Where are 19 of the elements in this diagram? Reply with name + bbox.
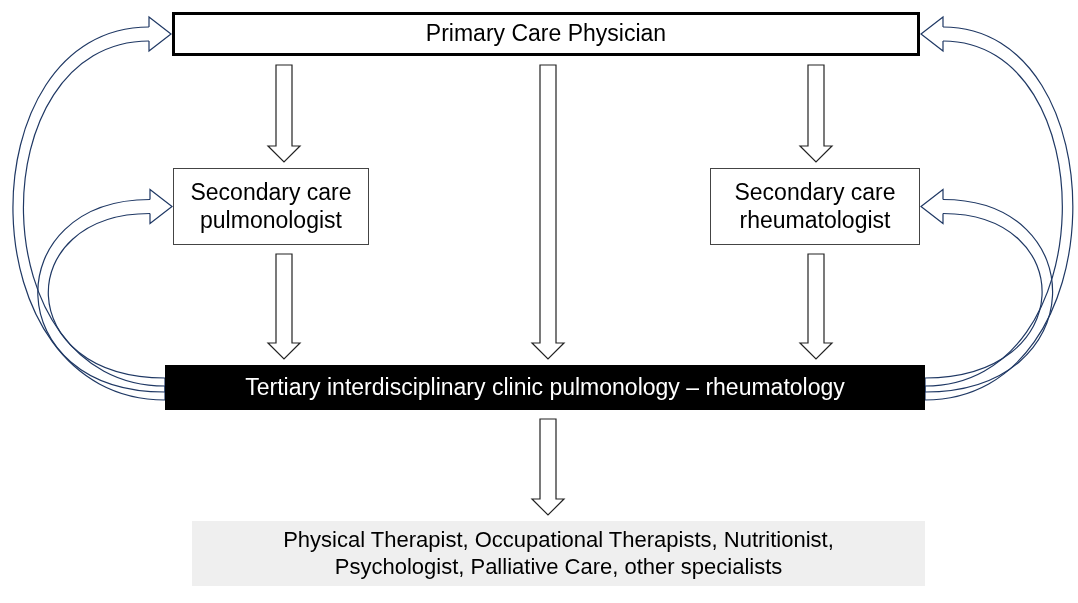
- node-label: Secondary care rheumatologist: [733, 178, 897, 235]
- node-label: Primary Care Physician: [425, 20, 667, 48]
- block-arrow: [530, 418, 566, 516]
- block-arrow: [798, 253, 834, 360]
- block-arrow: [920, 16, 1074, 401]
- block-arrow: [798, 64, 834, 163]
- process-box: [172, 12, 920, 56]
- process-box: [710, 168, 920, 245]
- node-label: Secondary care pulmonologist: [189, 178, 353, 235]
- block-arrow: [12, 16, 172, 401]
- block-arrow: [920, 188, 1054, 393]
- node-label: Tertiary interdisciplinary clinic pulmonology – rheumatology: [245, 373, 845, 402]
- process-box: [173, 168, 369, 245]
- block-arrow: [530, 64, 566, 360]
- block-arrow: [266, 253, 302, 360]
- block-arrow: [266, 64, 302, 163]
- block-arrow: [37, 188, 173, 393]
- node-label: Physical Therapist, Occupational Therapists, Nutritionist, Psychologist, Palliative Care, other specialists: [282, 527, 835, 580]
- process-box: [165, 365, 925, 410]
